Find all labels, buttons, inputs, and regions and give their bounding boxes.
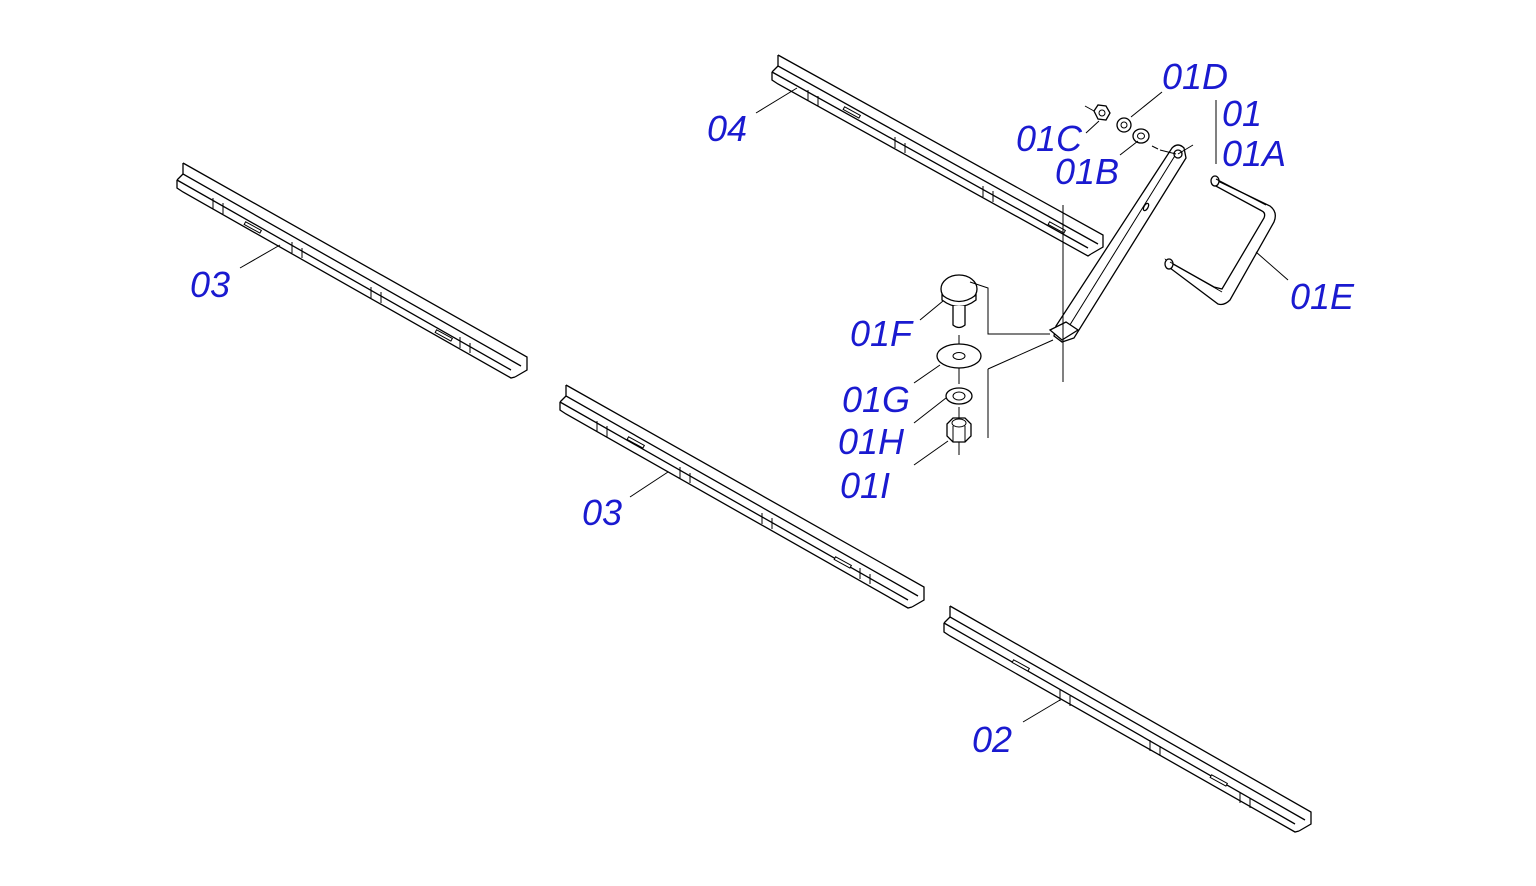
label-03-left: 03 bbox=[190, 264, 230, 305]
label-01a: 01A bbox=[1222, 133, 1286, 174]
label-04: 04 bbox=[707, 108, 747, 149]
nut-01c bbox=[1084, 104, 1111, 121]
label-01h: 01H bbox=[838, 421, 905, 462]
lock-washer-01h bbox=[945, 387, 973, 405]
carriage-bolt-01f bbox=[940, 274, 978, 329]
label-01i: 01I bbox=[840, 465, 890, 506]
rail-03-left bbox=[176, 162, 528, 379]
nut-01i bbox=[946, 417, 972, 443]
lock-washer-01d bbox=[1116, 117, 1132, 133]
label-01f: 01F bbox=[850, 313, 914, 354]
rail-04 bbox=[771, 54, 1104, 257]
rail-03-center bbox=[559, 384, 925, 609]
label-02: 02 bbox=[972, 719, 1012, 760]
part-labels: 04 03 03 02 01D 01 01C 01A 01B 01E 01F 0… bbox=[190, 56, 1355, 760]
label-01c: 01C bbox=[1016, 118, 1083, 159]
label-01b: 01B bbox=[1055, 151, 1119, 192]
bracket-01 bbox=[1048, 144, 1187, 382]
label-01g: 01G bbox=[842, 379, 910, 420]
rail-02 bbox=[943, 605, 1312, 833]
washer-01g bbox=[936, 343, 982, 369]
washer-01b bbox=[1132, 128, 1150, 144]
label-01e: 01E bbox=[1290, 276, 1355, 317]
u-bolt-01e bbox=[1164, 175, 1276, 306]
leader-lines bbox=[239, 87, 1289, 723]
alignment-lines bbox=[969, 281, 1054, 438]
label-03-center: 03 bbox=[582, 492, 622, 533]
label-01d: 01D bbox=[1162, 56, 1228, 97]
label-01: 01 bbox=[1222, 93, 1262, 134]
